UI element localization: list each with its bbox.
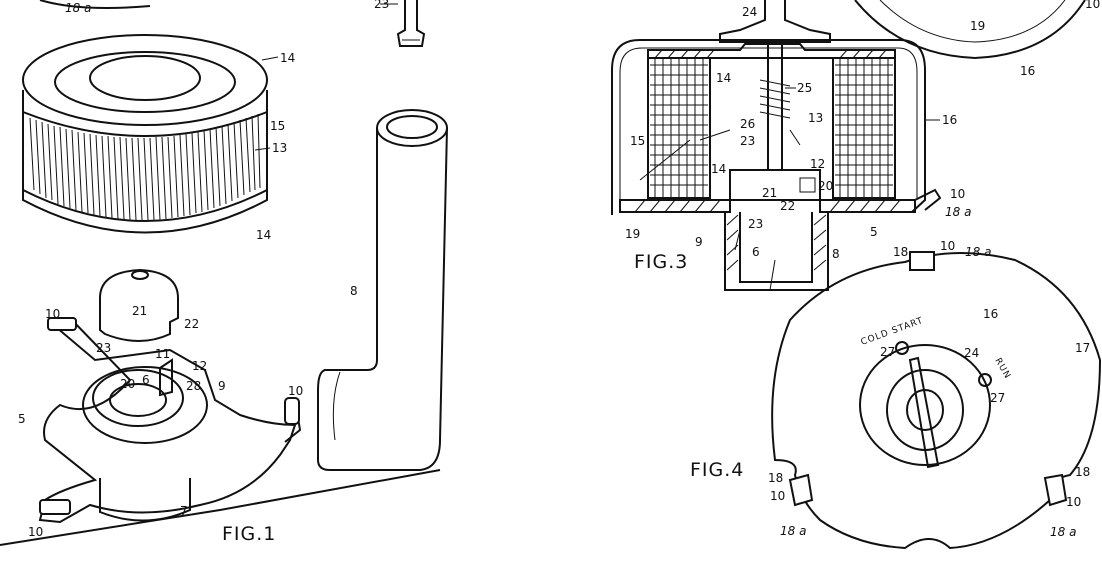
fig3-label-22: 22 <box>780 199 795 213</box>
fig3-label-21: 21 <box>762 186 777 200</box>
fig1-label-14b: 14 <box>256 228 271 242</box>
fig1-label-12: 12 <box>192 359 207 373</box>
fig1-label-6: 6 <box>142 373 150 387</box>
fig3-label-14b: 14 <box>711 162 726 176</box>
fig3-label-24: 24 <box>742 5 757 19</box>
fig4-label-18-right: 18 <box>1075 465 1090 479</box>
selector-handle <box>908 356 940 469</box>
fig4-label-27b: 27 <box>990 391 1005 405</box>
fig3-label-6: 6 <box>752 245 760 259</box>
fig4-label-27a: 27 <box>880 345 895 359</box>
detent-27-run <box>978 373 992 387</box>
cover-17 <box>771 251 1102 550</box>
top-right-label-10: 10 <box>1085 0 1100 11</box>
fig4-label-10-top: 10 <box>940 239 955 253</box>
fig1-label-10b: 10 <box>288 384 303 398</box>
fig3-label-23b: 23 <box>748 217 763 231</box>
fig4-label-10-left: 10 <box>770 489 785 503</box>
hose-8 <box>317 109 448 471</box>
fig1-label-7: 7 <box>180 504 188 518</box>
fig1-label-10a: 10 <box>45 307 60 321</box>
base-plate-5 <box>38 316 302 524</box>
fig3-label-5: 5 <box>870 225 878 239</box>
fig1-label-10c: 10 <box>28 525 43 539</box>
fig1-exploded-view: 18 a 23 14 15 13 14 21 <box>0 0 448 546</box>
tab-18-top <box>909 251 935 271</box>
tab-18-right <box>1043 473 1068 507</box>
fig3-label-8: 8 <box>832 247 840 261</box>
fig3-label-26: 26 <box>740 117 755 131</box>
top-right-label-16: 16 <box>1020 64 1035 78</box>
top-right-partial-view <box>854 0 1086 60</box>
fig1-label-21: 21 <box>132 304 147 318</box>
fig3-label-25: 25 <box>797 81 812 95</box>
fig1-label-9: 9 <box>218 379 226 393</box>
fig3-label-14: 14 <box>716 71 731 85</box>
fig1-bracket-line <box>0 469 441 546</box>
fig4-caption: FIG.4 <box>690 459 744 481</box>
fig3-label-20: 20 <box>818 179 833 193</box>
fig4-run: RUN <box>992 357 1012 382</box>
fig3-label-19: 19 <box>625 227 640 241</box>
fig4-label-18a-right: 18 a <box>1050 525 1076 539</box>
cap-21 <box>99 268 179 342</box>
fig4-label-10-right: 10 <box>1066 495 1081 509</box>
fig1-label-18a: 18 a <box>65 1 91 15</box>
detent-27-cold <box>895 341 909 355</box>
fig3-label-15: 15 <box>630 134 645 148</box>
fig4-label-24: 24 <box>964 346 979 360</box>
fig3-label-9: 9 <box>695 235 703 249</box>
fig1-label-5: 5 <box>18 412 26 426</box>
top-ring-partial <box>39 0 151 9</box>
fig3-label-16: 16 <box>942 113 957 127</box>
top-right-label-19: 19 <box>970 19 985 33</box>
fig4-label-18a-left: 18 a <box>780 524 806 538</box>
bolt-23 <box>380 0 426 47</box>
fig1-label-15: 15 <box>270 119 285 133</box>
knob-plate-24 <box>859 344 991 466</box>
fig3-label-23a: 23 <box>740 134 755 148</box>
fig4-label-16: 16 <box>983 307 998 321</box>
fig1-label-13: 13 <box>272 141 287 155</box>
fig4-top-view <box>771 251 1102 550</box>
fig3-label-12: 12 <box>810 157 825 171</box>
fig1-caption: FIG.1 <box>222 523 276 545</box>
fig1-label-28: 28 <box>186 379 201 393</box>
fig1-label-22: 22 <box>184 317 199 331</box>
fig1-label-23: 23 <box>96 341 111 355</box>
fig3-label-18a: 18 a <box>945 205 971 219</box>
fig1-label-23-top: 23 <box>374 0 389 11</box>
fig4-cold-start: COLD START <box>860 316 925 348</box>
filter-element <box>22 34 268 234</box>
fig3-label-13: 13 <box>808 111 823 125</box>
fig4-label-18-top: 18 <box>893 245 908 259</box>
fig1-label-14a: 14 <box>280 51 295 65</box>
fig1-label-20: 20 <box>120 377 135 391</box>
fig4-label-18-left: 18 <box>768 471 783 485</box>
fig3-caption: FIG.3 <box>634 251 688 273</box>
fig3-section-view <box>611 0 942 291</box>
fig4-label-17: 17 <box>1075 341 1090 355</box>
fig4-label-18a-top: 18 a <box>965 245 991 259</box>
housing-16 <box>611 39 926 215</box>
tab-18-left <box>788 473 814 507</box>
fig3-label-10: 10 <box>950 187 965 201</box>
fig1-label-8: 8 <box>350 284 358 298</box>
fig1-label-11: 11 <box>155 347 170 361</box>
